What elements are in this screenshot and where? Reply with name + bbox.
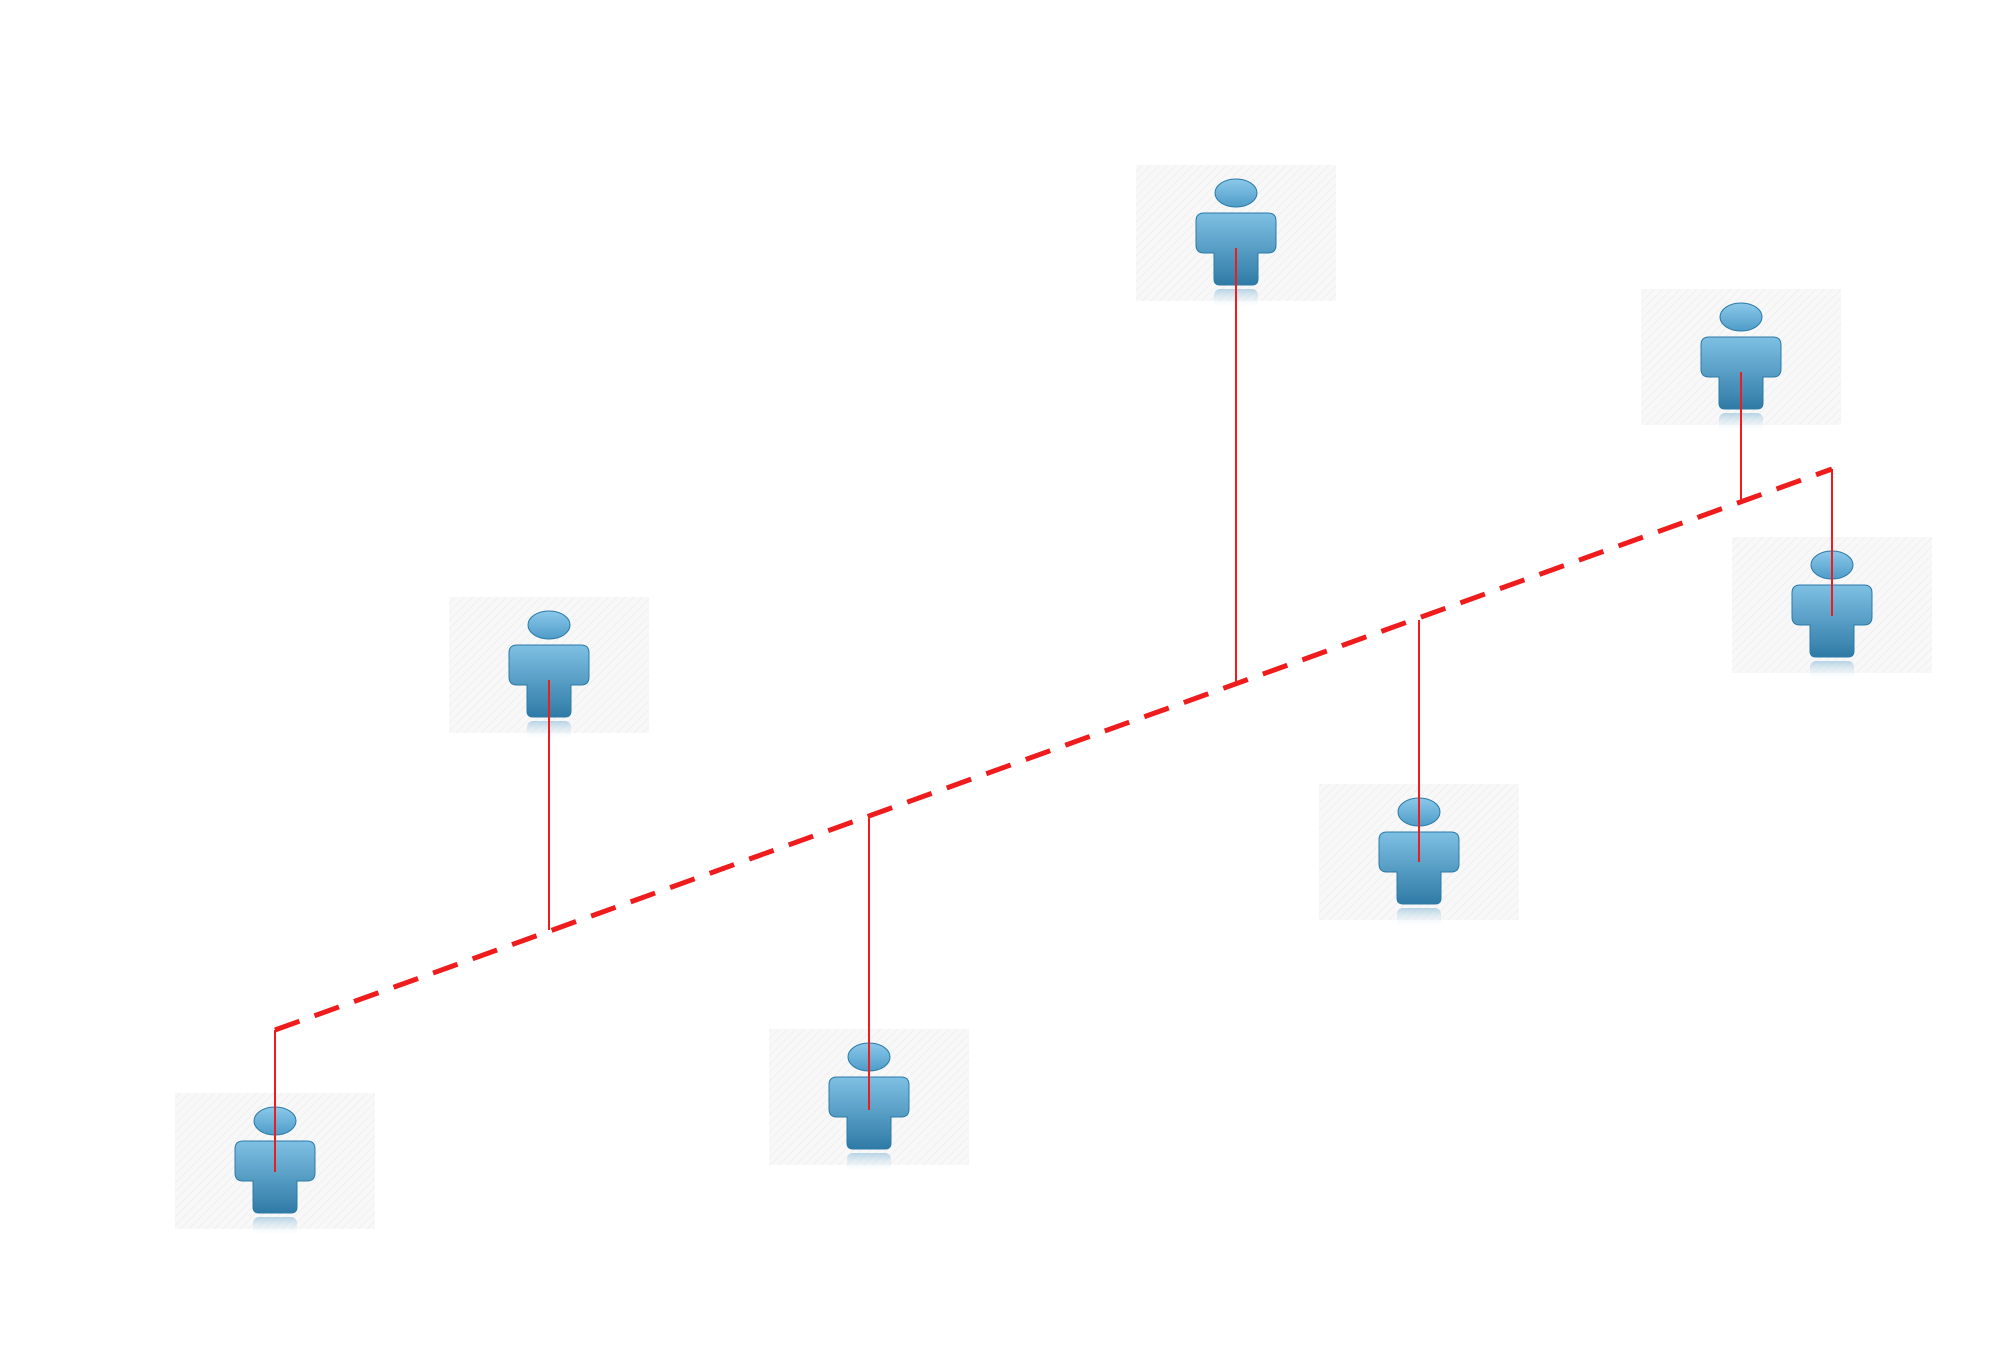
person-head [527,610,571,640]
fit-line-layer [274,466,1833,1033]
person-head [1719,302,1763,332]
person-head [1214,178,1258,208]
person-body [1791,584,1873,658]
person-body [234,1140,316,1214]
icon-tiles-layer [175,165,1932,1229]
fit-line [274,466,1833,1033]
person-icon [828,1042,910,1173]
person-reflection [1397,908,1441,928]
residual-lines-layer [274,248,1833,1172]
person-body [1378,831,1460,905]
person-reflection [847,1153,891,1173]
person-body [828,1076,910,1150]
person-reflection [253,1217,297,1237]
person-reflection [1810,661,1854,681]
person-icon [1791,550,1873,681]
person-icon [234,1106,316,1237]
